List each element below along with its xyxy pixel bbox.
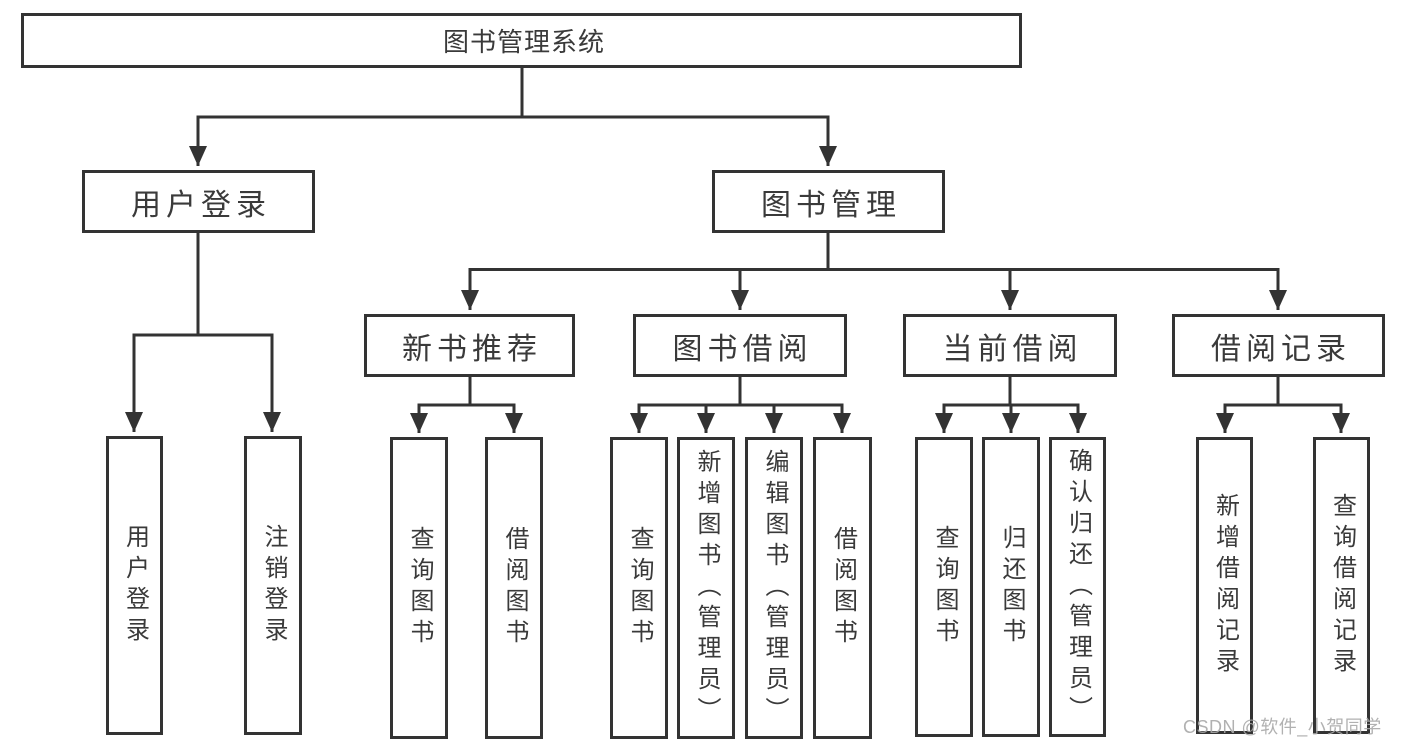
leaf-query-borrow-record: 查询借阅记录: [1313, 437, 1370, 734]
csdn-watermark: CSDN @软件_小贺同学: [1183, 717, 1382, 737]
leaf-confirm-return-admin: 确认归还（管理员）: [1049, 437, 1106, 737]
leaf-label: 用户登录: [121, 523, 149, 648]
leaf-return-book: 归还图书: [982, 437, 1040, 737]
leaf-label: 借阅图书: [501, 526, 528, 650]
leaf-edit-book-admin: 编辑图书（管理员）: [745, 437, 803, 739]
leaf-query-books: 查询图书: [390, 437, 448, 739]
node-new-book-recommend: 新书推荐: [364, 314, 575, 377]
leaf-label: 新增图书（管理员）: [693, 448, 720, 728]
leaf-user-login: 用户登录: [106, 436, 163, 735]
node-user-login: 用户登录: [82, 170, 315, 233]
leaf-borrow-books: 借阅图书: [485, 437, 543, 739]
leaf-add-borrow-record: 新增借阅记录: [1196, 437, 1253, 734]
leaf-logout: 注销登录: [244, 436, 302, 735]
leaf-add-book-admin: 新增图书（管理员）: [677, 437, 735, 739]
leaf-label: 查询图书: [931, 525, 958, 649]
node-current-borrow: 当前借阅: [903, 314, 1117, 377]
leaf-label: 确认归还（管理员）: [1064, 447, 1092, 727]
leaf-label: 编辑图书（管理员）: [761, 448, 788, 728]
leaf-borrow-books: 借阅图书: [813, 437, 872, 739]
leaf-label: 借阅图书: [829, 526, 857, 650]
leaf-label: 查询借阅记录: [1328, 492, 1356, 679]
node-library-management-system: 图书管理系统: [21, 13, 1022, 68]
leaf-label: 新增借阅记录: [1211, 492, 1239, 679]
node-book-management: 图书管理: [712, 170, 945, 233]
leaf-label: 注销登录: [260, 523, 287, 648]
leaf-query-books: 查询图书: [915, 437, 973, 737]
leaf-query-books: 查询图书: [610, 437, 668, 739]
leaf-label: 归还图书: [998, 525, 1025, 649]
node-book-borrow: 图书借阅: [633, 314, 847, 377]
leaf-label: 查询图书: [626, 526, 653, 650]
leaf-label: 查询图书: [406, 526, 433, 650]
node-borrow-records: 借阅记录: [1172, 314, 1385, 377]
